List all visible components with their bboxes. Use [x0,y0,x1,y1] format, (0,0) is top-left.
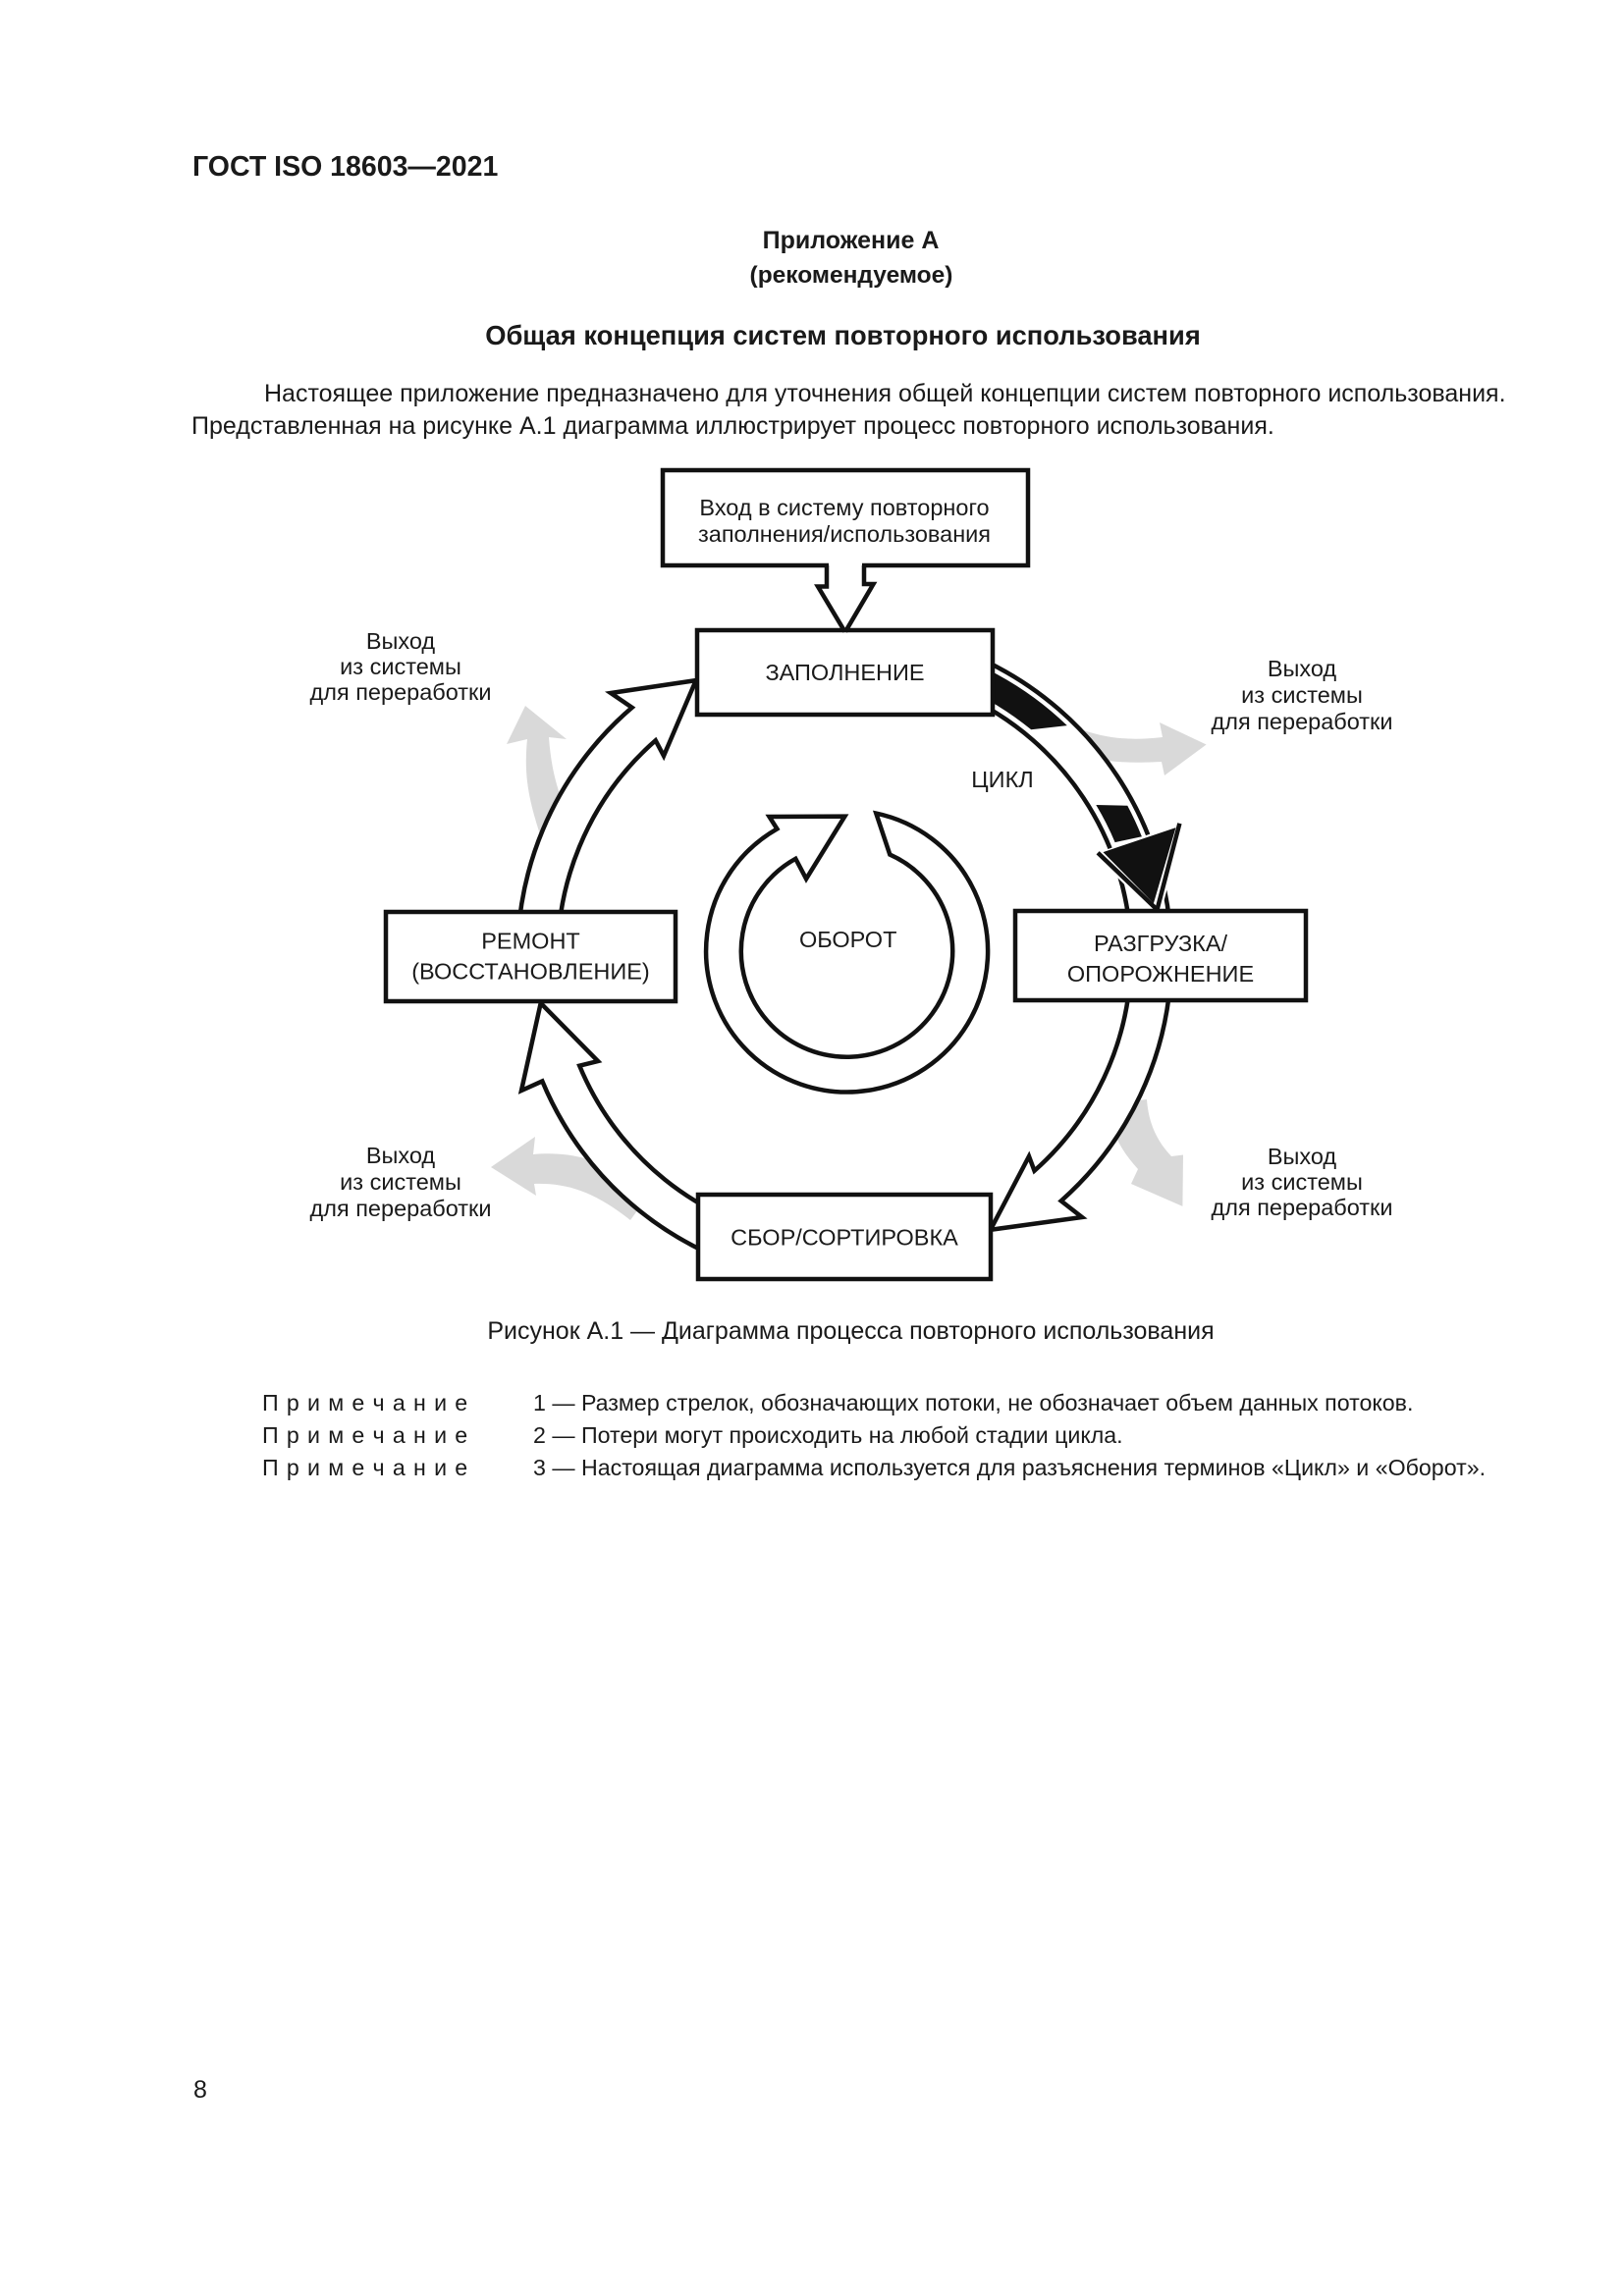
svg-text:для переработки: для переработки [1212,709,1393,734]
svg-text:8: 8 [193,2076,207,2104]
svg-text:из системы: из системы [1241,682,1363,708]
svg-text:Представленная на рисунке А.1: Представленная на рисунке А.1 диаграмма … [191,412,1274,440]
svg-text:РАЗГРУЗКА/: РАЗГРУЗКА/ [1094,931,1228,956]
svg-text:ОБОРОТ: ОБОРОТ [799,927,897,952]
svg-text:Выход: Выход [366,1143,436,1168]
svg-text:Приложение А: Приложение А [763,227,940,254]
svg-text:ЦИКЛ: ЦИКЛ [971,767,1033,792]
svg-text:для переработки: для переработки [310,679,492,705]
svg-text:П р и м е ч а н и е: П р и м е ч а н и е [262,1390,468,1415]
svg-text:П р и м е ч а н и е: П р и м е ч а н и е [262,1422,468,1448]
svg-text:ГОСТ ISO 18603—2021: ГОСТ ISO 18603—2021 [192,151,498,183]
svg-text:Общая концепция систем повторн: Общая концепция систем повторного исполь… [485,320,1201,350]
svg-text:ОПОРОЖНЕНИЕ: ОПОРОЖНЕНИЕ [1067,961,1254,987]
svg-text:Выход: Выход [366,628,436,654]
svg-text:Вход в систему повторного: Вход в систему повторного [699,495,989,520]
svg-text:из системы: из системы [1241,1169,1363,1195]
svg-text:П р и м е ч а н и е: П р и м е ч а н и е [262,1455,468,1480]
svg-text:Выход: Выход [1268,656,1337,681]
svg-text:РЕМОНТ: РЕМОНТ [481,929,580,954]
svg-text:ЗАПОЛНЕНИЕ: ЗАПОЛНЕНИЕ [765,660,924,685]
svg-text:для переработки: для переработки [1212,1195,1393,1220]
svg-text:из системы: из системы [340,1169,461,1195]
svg-text:(ВОССТАНОВЛЕНИЕ): (ВОССТАНОВЛЕНИЕ) [411,959,650,985]
svg-text:из системы: из системы [340,654,461,679]
svg-text:(рекомендуемое): (рекомендуемое) [750,262,953,289]
svg-text:для переработки: для переработки [310,1196,492,1221]
svg-text:Настоящее приложение предназна: Настоящее приложение предназначено для у… [264,380,1506,407]
svg-text:3 — Настоящая диаграмма исполь: 3 — Настоящая диаграмма используется для… [533,1455,1486,1480]
svg-text:2 — Потери могут происходить н: 2 — Потери могут происходить на любой ст… [533,1422,1123,1448]
svg-text:Выход: Выход [1268,1144,1337,1169]
svg-text:заполнения/использования: заполнения/использования [698,521,991,547]
svg-text:СБОР/СОРТИРОВКА: СБОР/СОРТИРОВКА [731,1225,958,1251]
svg-text:1 — Размер стрелок, обозначающ: 1 — Размер стрелок, обозначающих потоки,… [533,1390,1413,1415]
svg-text:Рисунок А.1 — Диаграмма процес: Рисунок А.1 — Диаграмма процесса повторн… [487,1317,1214,1345]
